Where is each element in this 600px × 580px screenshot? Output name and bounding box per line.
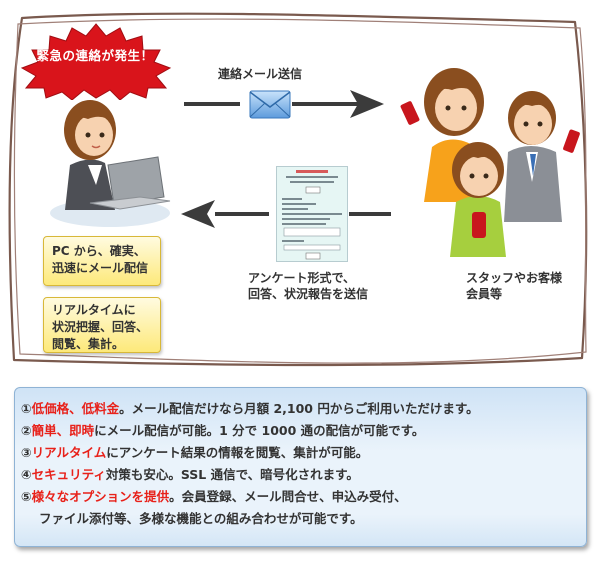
feature-item-1: ①低価格、低料金。メール配信だけなら月額 2,100 円からご利用いただけます。 <box>21 398 586 420</box>
pc-delivery-line-2: 迅速にメール配信 <box>52 261 149 275</box>
pc-delivery-box: PC から、確実、 迅速にメール配信 <box>43 236 161 286</box>
reply-label-line-2: 回答、状況報告を送信 <box>248 287 369 301</box>
feature-number: ③ <box>21 445 32 460</box>
envelope-icon <box>249 90 291 119</box>
send-mail-label: 連絡メール送信 <box>218 67 303 81</box>
operator-woman-illustration <box>50 100 171 227</box>
feature-item-2: ②簡単、即時にメール配信が可能。1 分で 1000 通の配信が可能です。 <box>21 420 586 442</box>
feature-item-4: ④セキュリティ対策も安心。SSL 通信で、暗号化されます。 <box>21 464 586 486</box>
pc-delivery-line-1: PC から、確実、 <box>52 244 146 258</box>
feature-text: にアンケート結果の情報を閲覧、集計が可能。 <box>106 445 369 460</box>
reply-label: アンケート形式で、 回答、状況報告を送信 <box>248 270 368 302</box>
feature-highlight: セキュリティ <box>31 467 106 482</box>
feature-number: ④ <box>21 467 32 482</box>
feature-number: ① <box>21 401 32 416</box>
feature-number: ⑤ <box>21 489 32 504</box>
feature-text: 対策も安心。SSL 通信で、暗号化されます。 <box>105 467 359 482</box>
sketch-frame <box>8 12 588 367</box>
recipients-illustration <box>400 68 580 257</box>
realtime-line-3: 閲覧、集計。 <box>52 337 125 351</box>
realtime-box: リアルタイムに 状況把握、回答、 閲覧、集計。 <box>43 297 161 353</box>
alert-starburst <box>20 23 172 100</box>
alert-badge-text: 緊急の連絡が発生！ <box>36 48 154 63</box>
feature-text: 。メール配信だけなら月額 2,100 円からご利用いただけます。 <box>119 401 479 416</box>
feature-item-5-continuation: ファイル添付等、多様な機能との組み合わせが可能です。 <box>39 511 363 526</box>
survey-form-thumbnail <box>276 166 348 262</box>
realtime-line-1: リアルタイムに <box>52 303 136 317</box>
realtime-line-2: 状況把握、回答、 <box>52 320 149 334</box>
send-arrow <box>184 90 384 118</box>
feature-highlight: リアルタイム <box>31 445 107 460</box>
recipients-label-line-1: スタッフやお客様 <box>466 271 563 285</box>
recipients-label-line-2: 会員等 <box>466 287 503 301</box>
reply-arrow <box>181 200 391 228</box>
features-panel: ①低価格、低料金。メール配信だけなら月額 2,100 円からご利用いただけます。… <box>14 387 587 547</box>
feature-item-3: ③リアルタイムにアンケート結果の情報を閲覧、集計が可能。 <box>21 442 586 464</box>
feature-text: にメール配信が可能。1 分で 1000 通の配信が可能です。 <box>94 423 425 438</box>
feature-highlight: 低価格、低料金 <box>31 401 120 416</box>
feature-text: 。会員登録、メール問合せ、申込み受付、 <box>169 489 407 504</box>
feature-number: ② <box>21 423 32 438</box>
reply-label-line-1: アンケート形式で、 <box>248 271 356 285</box>
recipients-label: スタッフやお客様 会員等 <box>466 270 562 302</box>
feature-highlight: 簡単、即時 <box>31 423 95 438</box>
feature-item-5: ⑤様々なオプションを提供。会員登録、メール問合せ、申込み受付、 <box>21 486 586 508</box>
feature-highlight: 様々なオプションを提供 <box>31 489 170 504</box>
